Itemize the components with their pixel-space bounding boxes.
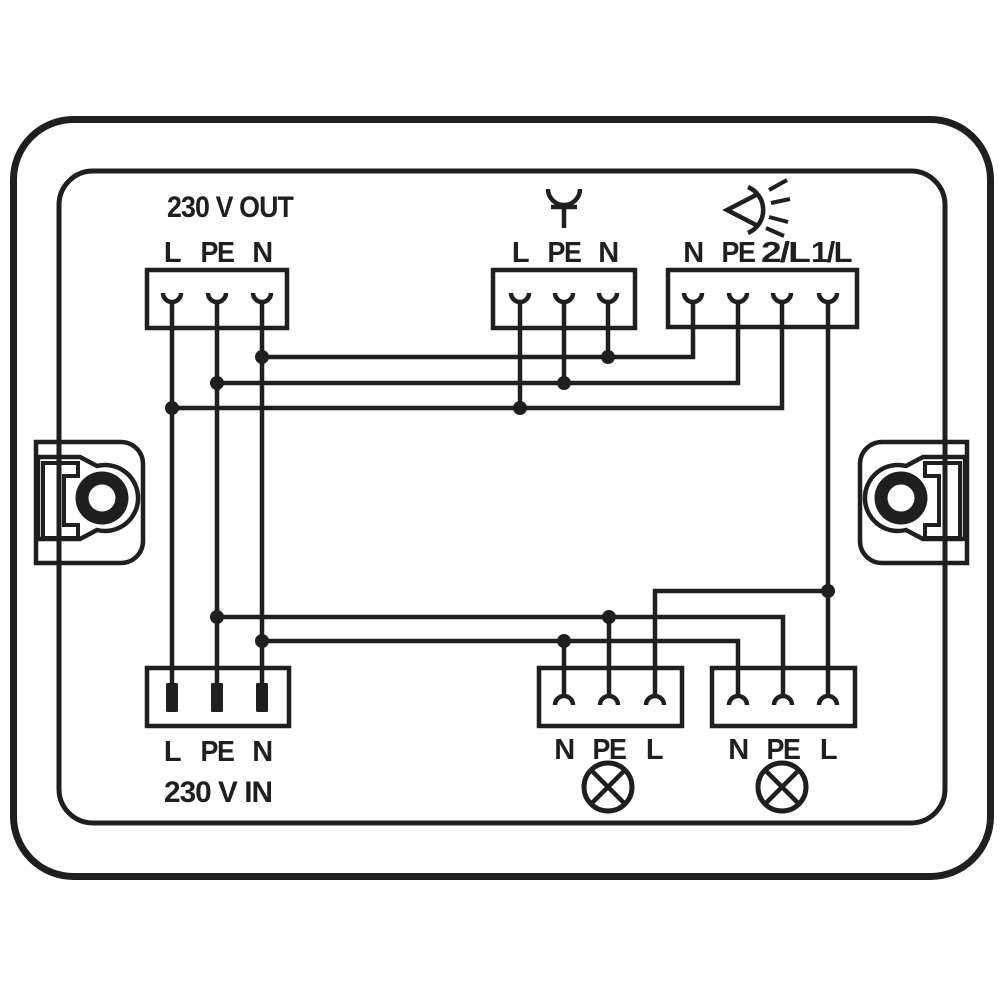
junction-dot <box>601 350 615 364</box>
wire-1l-branch-lamp-left <box>652 588 828 696</box>
junction-dot <box>557 376 571 390</box>
connector-switched-lines <box>665 267 860 330</box>
junction-dots <box>165 350 835 648</box>
headlight-ray <box>768 215 789 224</box>
terminal-label: PE <box>767 734 801 766</box>
terminal-label: N <box>252 736 271 768</box>
terminal-label: PE <box>722 237 756 269</box>
terminal-label: N <box>252 237 271 269</box>
wire-pe-bus-top <box>217 302 741 386</box>
mounting-tab-body <box>33 439 146 566</box>
terminal-label: L <box>820 734 837 766</box>
screw-hole-icon <box>88 484 116 512</box>
junction-dot <box>255 350 269 364</box>
headlight-beam-shape <box>722 192 760 228</box>
terminal-label: N <box>683 237 702 269</box>
headlight-lens <box>747 184 766 236</box>
box-inner-panel <box>56 168 948 826</box>
terminal-label: L <box>164 736 181 768</box>
lamp-icon <box>581 760 635 814</box>
junction-dot <box>255 634 269 648</box>
wires <box>169 302 831 696</box>
terminal-label: 1/L <box>811 237 852 269</box>
terminal-label: N <box>728 734 747 766</box>
mounting-clip <box>41 461 80 540</box>
headlight-ray <box>765 226 785 238</box>
lamp-circle <box>581 760 635 814</box>
lamp-cross <box>589 768 627 806</box>
headlight-ray <box>770 197 791 205</box>
mounting-ear <box>35 454 141 542</box>
wire-n-bus-bottom <box>262 638 741 696</box>
lamp-icon <box>755 760 809 814</box>
title-230v-in: 230 V IN <box>164 776 272 809</box>
junction-dot <box>513 401 527 415</box>
pin-n <box>256 683 268 712</box>
terminal-label: L <box>512 237 529 269</box>
terminal-label: N <box>598 237 617 269</box>
terminal-label: L <box>646 734 663 766</box>
box-outer-frame <box>10 116 994 880</box>
headlight-ray <box>768 178 788 192</box>
title-230v-out: 230 V OUT <box>167 191 294 224</box>
terminal-label: PE <box>593 734 627 766</box>
junction-dot <box>557 634 571 648</box>
junction-dot <box>602 610 616 624</box>
terminal-label: L <box>164 237 181 269</box>
terminal-label: PE <box>201 736 235 768</box>
junction-dot <box>210 610 224 624</box>
wire-l-bus-top <box>172 302 785 411</box>
supply-pins <box>166 683 268 712</box>
junction-dot <box>210 376 224 390</box>
wire-n-bus-top <box>262 302 696 360</box>
terminal-label: 2/L <box>761 237 810 269</box>
lamp-cross <box>763 768 801 806</box>
wire-pe-bus-bottom <box>217 614 786 696</box>
junction-dot <box>165 401 179 415</box>
terminal-label: PE <box>201 237 235 269</box>
mounting-tab-left <box>33 439 146 566</box>
ceiling-outlet-icon <box>545 188 583 228</box>
terminal-label: PE <box>548 237 582 269</box>
lamp-circle <box>755 760 809 814</box>
headlight-icon <box>722 178 791 238</box>
terminal-label: N <box>554 734 573 766</box>
pin-pe <box>211 683 223 712</box>
junction-dot <box>821 584 835 598</box>
pin-l <box>166 683 178 712</box>
